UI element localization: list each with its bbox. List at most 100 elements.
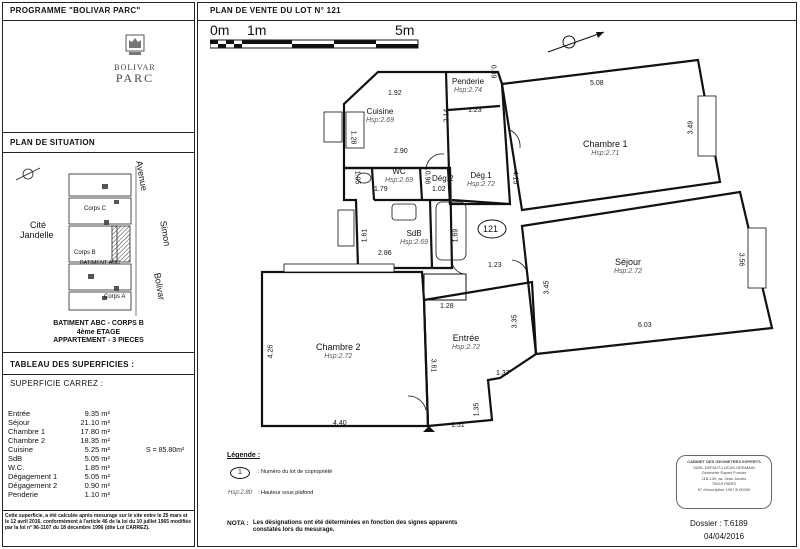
room-deg2: Dég.2: [432, 174, 454, 183]
cite-label: Cité Jandelle: [20, 220, 54, 240]
window: [747, 227, 767, 289]
dim-label: 1.92: [388, 90, 402, 97]
sink-icon: [391, 203, 417, 221]
dossier-number: Dossier : T.6189: [690, 519, 748, 528]
scale-label-1: 1m: [247, 22, 267, 38]
legend-lot-symbol: 1: [230, 467, 250, 479]
dim-label: 6.03: [638, 322, 652, 329]
crest-icon: [125, 34, 145, 55]
dim-label: 3.35: [511, 314, 519, 329]
caption-line3: APPARTEMENT - 3 PIECES: [53, 337, 144, 344]
area-value: 21.10 m²: [80, 418, 110, 427]
room-hsp: Hsp:2.69: [366, 117, 395, 124]
room-hsp: Hsp:2.72: [614, 268, 643, 275]
dim-label: 1.61: [361, 228, 369, 243]
door-arc: [425, 153, 445, 171]
wall: [428, 199, 434, 269]
door-arc: [451, 261, 467, 275]
dim-label: 3.45: [543, 280, 551, 295]
window: [697, 95, 717, 157]
area-value: 5.05 m²: [84, 454, 110, 463]
dim-label: 1.35: [473, 402, 481, 417]
dossier-date: 04/04/2016: [704, 532, 745, 541]
room-name: SdB: [406, 229, 422, 238]
stamp-line: 75019 PARIS: [712, 481, 736, 486]
dim-label: 1.02: [432, 186, 446, 193]
area-name: Dégagement 2: [8, 481, 58, 490]
caption-line1: BATIMENT ABC - CORPS B: [53, 320, 144, 327]
door-arc: [407, 395, 427, 411]
north-arrow-icon: [547, 31, 605, 53]
kitchen-counter: [345, 111, 365, 149]
wall: [370, 167, 376, 201]
divider: [2, 152, 195, 153]
area-row: Penderie 1.10 m²: [8, 490, 128, 499]
area-name: Penderie: [8, 490, 39, 499]
area-value: 18.35 m²: [80, 436, 110, 445]
divider: [2, 374, 195, 375]
room-name: Cuisine: [366, 107, 394, 116]
door-arc: [509, 129, 521, 149]
dim-label: 0.89: [489, 64, 497, 79]
room-name: Entrée: [452, 333, 480, 343]
room-wc: WC Hsp:2.69: [385, 167, 413, 185]
left-panel: [2, 2, 195, 547]
area-row: Dégagement 1 5.05 m²: [8, 472, 128, 481]
area-value: 17.80 m²: [80, 427, 110, 436]
dim-label: 1.28: [440, 303, 454, 310]
room-hsp: Hsp:2.71: [591, 150, 620, 157]
batiment-label: BATIMENT ABC: [80, 260, 120, 266]
dim-label: 1.23: [468, 107, 482, 114]
room-name: Penderie: [452, 77, 485, 86]
dim-label: 4.40: [333, 420, 347, 427]
stamp-line: Géomètre Expert Foncier: [701, 470, 747, 475]
cite-line2: Jandelle: [20, 230, 54, 240]
window: [283, 263, 395, 273]
wall-chambre1: [500, 58, 722, 212]
stamp-line: CABINET DES GEOMETRES EXPERTS: [687, 459, 761, 464]
area-row: W.C. 1.85 m²: [8, 463, 128, 472]
area-value: 1.85 m²: [84, 463, 110, 472]
toilet-icon: [356, 172, 372, 184]
area-value: 0.90 m²: [84, 481, 110, 490]
carrez-note: Cette superficie, a été calculée après m…: [5, 513, 191, 531]
dim-label: 1.79: [374, 186, 388, 193]
lot-badge: [477, 219, 507, 239]
area-row: Dégagement 2 0.90 m²: [8, 481, 128, 490]
dim-label: 4.26: [267, 344, 275, 359]
wall: [418, 167, 424, 201]
wall: [451, 198, 511, 206]
room-name: Chambre 1: [583, 139, 628, 149]
surveyor-stamp: CABINET DES GEOMETRES EXPERTS SARL DEFAU…: [676, 455, 772, 509]
entrance-arrow-icon: [423, 426, 435, 432]
caption-line2: 4ème ETAGE: [76, 328, 121, 336]
room-hsp: Hsp:2.72: [324, 353, 353, 360]
dim-label: 1.51: [451, 422, 465, 429]
nota-text: Les désignations ont été déterminées en …: [253, 520, 458, 533]
area-value: 1.10 m²: [84, 490, 110, 499]
dim-label: 3.61: [429, 358, 437, 373]
room-chambre1: Chambre 1 Hsp:2.71: [583, 139, 628, 159]
corps-b-label: Corps B: [74, 250, 96, 256]
dim-label: 2.86: [378, 250, 392, 257]
situation-caption: BATIMENT ABC - CORPS B 4ème ETAGE APPART…: [2, 320, 195, 346]
situation-map: [15, 166, 137, 316]
dim-label: 0.96: [423, 170, 431, 185]
room-name: Séjour: [615, 257, 642, 267]
room-hsp: Hsp:2.72: [452, 344, 481, 351]
legend-lot-number: 1: [238, 469, 242, 476]
area-name: Dégagement 1: [8, 472, 58, 481]
plan-title: PLAN DE VENTE DU LOT N° 121: [210, 6, 341, 15]
divider: [2, 510, 195, 511]
corps-a-label: Corps A: [104, 294, 126, 300]
dark-block: [423, 273, 467, 301]
room-name: Chambre 2: [316, 342, 361, 352]
area-name: W.C.: [8, 463, 25, 472]
area-value: 5.05 m²: [84, 472, 110, 481]
legend-hsp-text: : Hauteur sous plafond: [258, 490, 314, 496]
dim-label: 3.49: [687, 120, 695, 135]
